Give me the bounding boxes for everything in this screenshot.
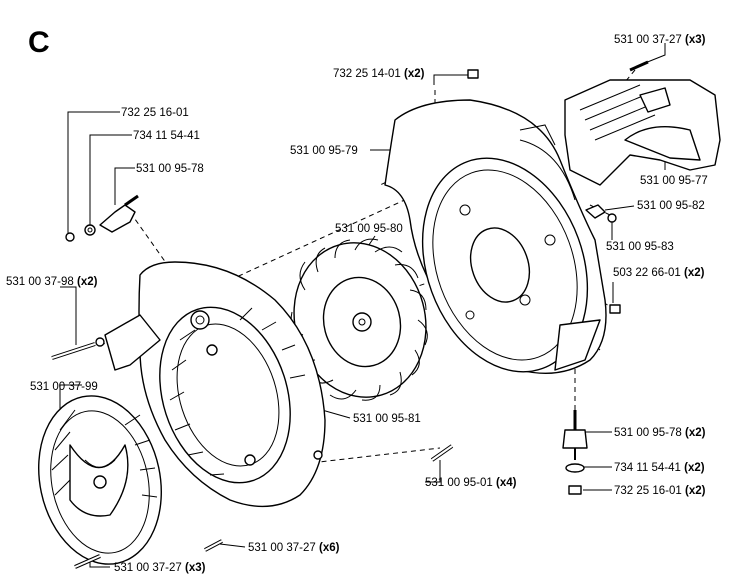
- label-732-25-16-01-left: 732 25 16-01: [121, 107, 189, 119]
- rear-housing-part: [384, 99, 607, 375]
- screw-95-01: [430, 444, 454, 462]
- leader-lines: [59, 43, 666, 568]
- screw-37-27-bottom: [74, 554, 101, 569]
- label-734-11-54-41-left: 734 11 54-41: [133, 130, 200, 142]
- section-letter: C: [28, 26, 50, 59]
- front-shroud-part: [104, 261, 326, 508]
- label-732-25-14-01: 732 25 14-01 (x2): [333, 68, 425, 80]
- label-531-00-95-78-right: 531 00 95-78 (x2): [614, 427, 706, 439]
- label-531-00-95-82: 531 00 95-82: [637, 200, 705, 212]
- stud-assembly-top-left: [65, 194, 139, 242]
- label-531-00-37-27-x6: 531 00 37-27 (x6): [248, 542, 340, 554]
- screw-37-27-x6: [204, 539, 223, 552]
- label-734-11-54-41-right: 734 11 54-41 (x2): [614, 462, 705, 474]
- screw-37-98: [51, 337, 105, 360]
- label-531-00-95-77: 531 00 95-77: [640, 175, 708, 187]
- label-531-00-95-78-left: 531 00 95-78: [136, 163, 204, 175]
- fan-part: [290, 238, 428, 401]
- top-screw: [467, 60, 649, 79]
- label-503-22-66-01: 503 22 66-01 (x2): [613, 267, 705, 279]
- label-531-00-37-27-bottom: 531 00 37-27 (x3): [114, 562, 206, 574]
- label-531-00-95-80: 531 00 95-80: [335, 223, 403, 235]
- label-531-00-37-98: 531 00 37-98 (x2): [6, 276, 98, 288]
- stud-assembly-bottom-right: [562, 410, 588, 495]
- label-531-00-95-81: 531 00 95-81: [353, 413, 421, 425]
- starter-part: [38, 395, 162, 565]
- cover-part: [564, 79, 721, 186]
- label-531-00-37-27-top: 531 00 37-27 (x3): [614, 34, 706, 46]
- label-531-00-37-99: 531 00 37-99: [30, 381, 98, 393]
- bracket-part: [585, 204, 621, 314]
- label-531-00-95-01: 531 00 95-01 (x4): [425, 477, 517, 489]
- part-labels: 732 25 16-01 734 11 54-41 531 00 95-78 7…: [6, 34, 708, 574]
- label-531-00-95-83: 531 00 95-83: [606, 241, 674, 253]
- label-531-00-95-79: 531 00 95-79: [290, 145, 358, 157]
- label-732-25-16-01-right: 732 25 16-01 (x2): [614, 485, 706, 497]
